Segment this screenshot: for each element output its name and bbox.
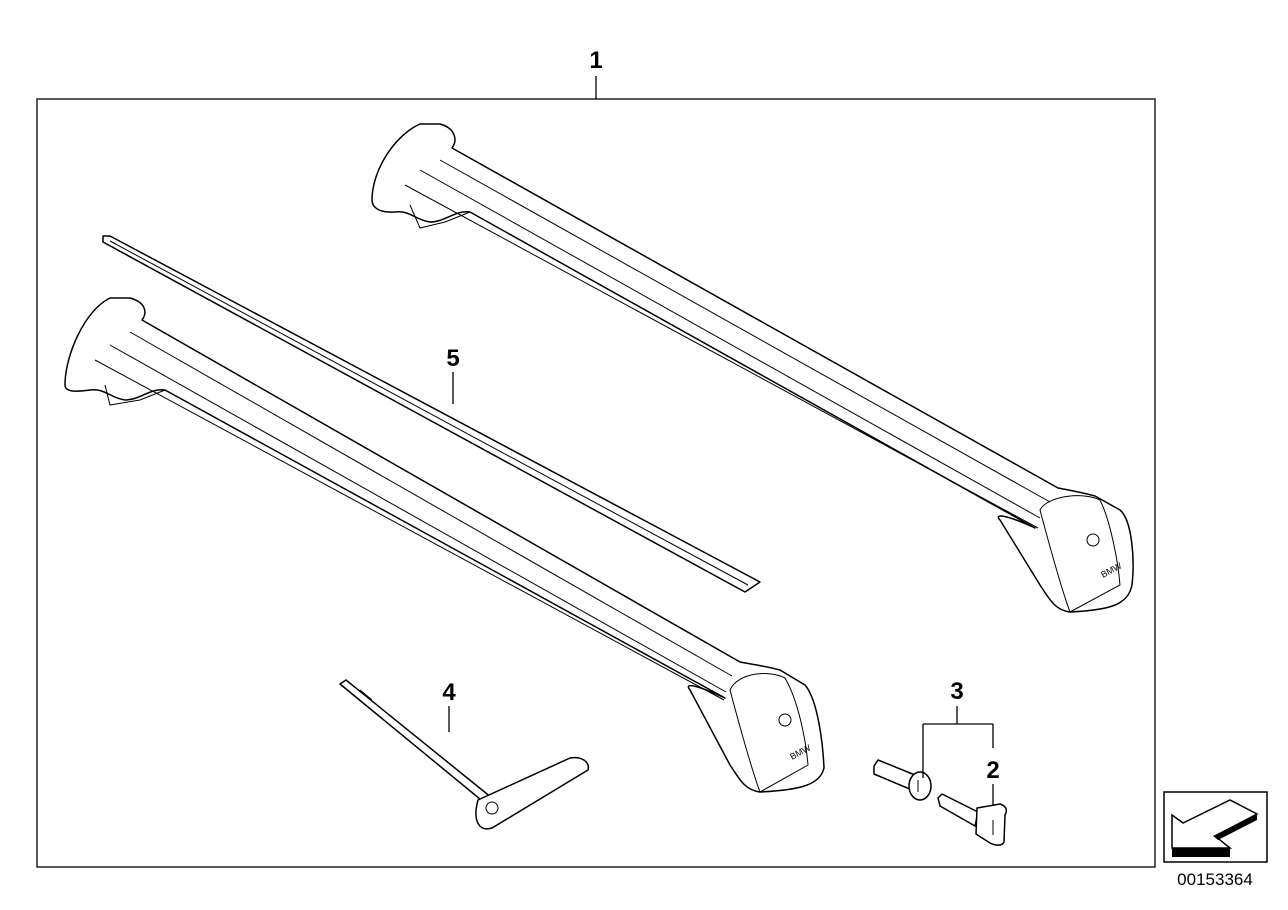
leader-3 (922, 706, 994, 778)
roof-rack-bar-rear[interactable]: BMW (371, 123, 1134, 613)
key[interactable] (937, 793, 1008, 846)
t-handle-tool[interactable] (339, 679, 590, 830)
rubber-strip[interactable] (102, 235, 761, 593)
diagram-number: 00153364 (1177, 870, 1253, 889)
callout-5[interactable]: 5 (446, 345, 459, 372)
direction-arrow-icon (1163, 791, 1268, 863)
callout-4[interactable]: 4 (442, 679, 456, 706)
callout-1[interactable]: 1 (589, 47, 602, 74)
callout-3[interactable]: 3 (950, 678, 963, 705)
lock-cylinder[interactable] (873, 759, 932, 801)
callout-2[interactable]: 2 (986, 757, 999, 784)
roof-rack-bar-front[interactable]: BMW (64, 297, 825, 793)
